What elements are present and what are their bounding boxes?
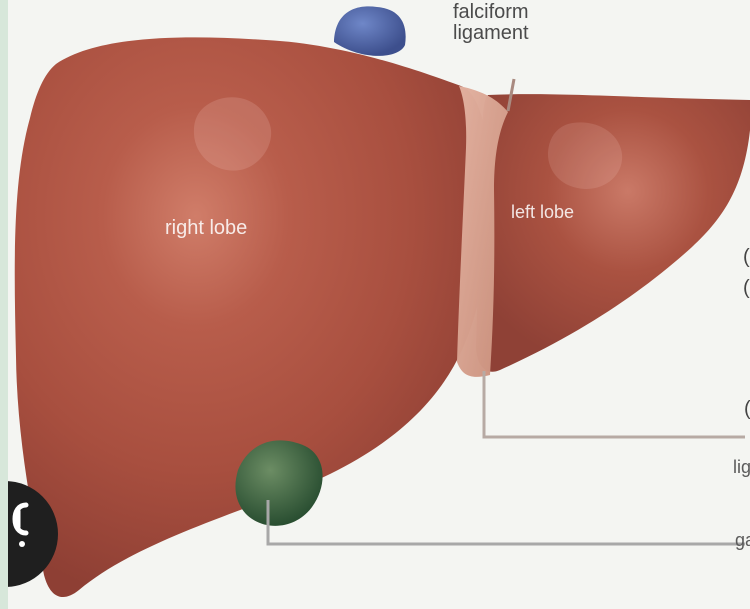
- left-lobe-label: left lobe: [511, 203, 574, 222]
- right-edge-glyph-2: (: [743, 277, 750, 300]
- falciform-ligament-label: falciform ligament: [453, 2, 529, 44]
- inferior-vena-cava: [334, 6, 406, 56]
- gallbladder-pointer-line: [268, 500, 745, 544]
- right-edge-glyph: (: [743, 246, 750, 269]
- gallbladder-cut-label: ga: [735, 531, 750, 550]
- right-lobe-label: right lobe: [165, 218, 247, 239]
- round-ligament-cut-label: lig: [733, 458, 750, 477]
- right-edge-glyph-3: (: [744, 398, 750, 421]
- round-ligament-pointer-line: [484, 371, 745, 437]
- camera-icon: [12, 499, 32, 551]
- liver-illustration: [8, 0, 750, 609]
